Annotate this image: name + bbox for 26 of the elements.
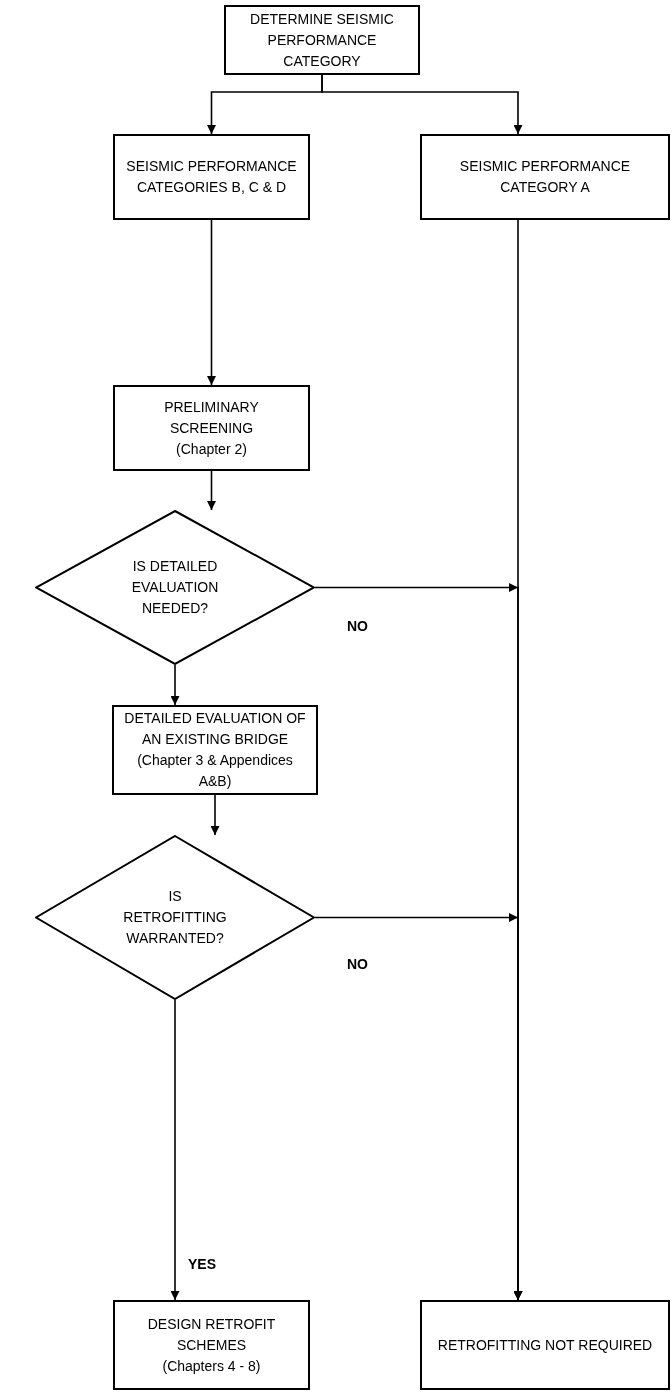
node-label: SEISMIC PERFORMANCE CATEGORIES B, C & D [125,157,298,197]
chapter-reference: (Chapters 4 - 8) [162,1356,261,1376]
process-box [420,134,670,220]
process-box [224,5,420,75]
node-label: PRELIMINARY SCREENING [163,397,260,438]
process-box [112,705,318,795]
arrow [170,664,180,706]
arrow [170,999,180,1301]
node-label: IS RETROFITTING WARRANTED? [122,887,228,948]
node-label: SEISMIC PERFORMANCE CATEGORY A [458,157,632,197]
arrow [210,794,220,836]
process-box [113,1300,310,1390]
process-box [113,385,310,471]
node-label: DESIGN RETROFIT SCHEMES [146,1314,277,1355]
chapter-reference: (Chapter 3 & Appendices A&B) [136,751,294,791]
node-label: RETROFITTING NOT REQUIRED [437,1335,653,1355]
arrow [314,913,523,1301]
node-label: DETAILED EVALUATION OF AN EXISTING BRIDGE [123,709,307,749]
process-box [113,134,310,220]
arrow [321,74,523,135]
arrow [207,470,216,511]
node-label: IS DETAILED EVALUATION NEEDED? [130,557,220,618]
chapter-reference: (Chapter 2) [176,439,247,459]
arrow [207,219,216,386]
process-box [420,1300,670,1390]
node-label: DETERMINE SEISMIC PERFORMANCE CATEGORY [249,9,395,71]
